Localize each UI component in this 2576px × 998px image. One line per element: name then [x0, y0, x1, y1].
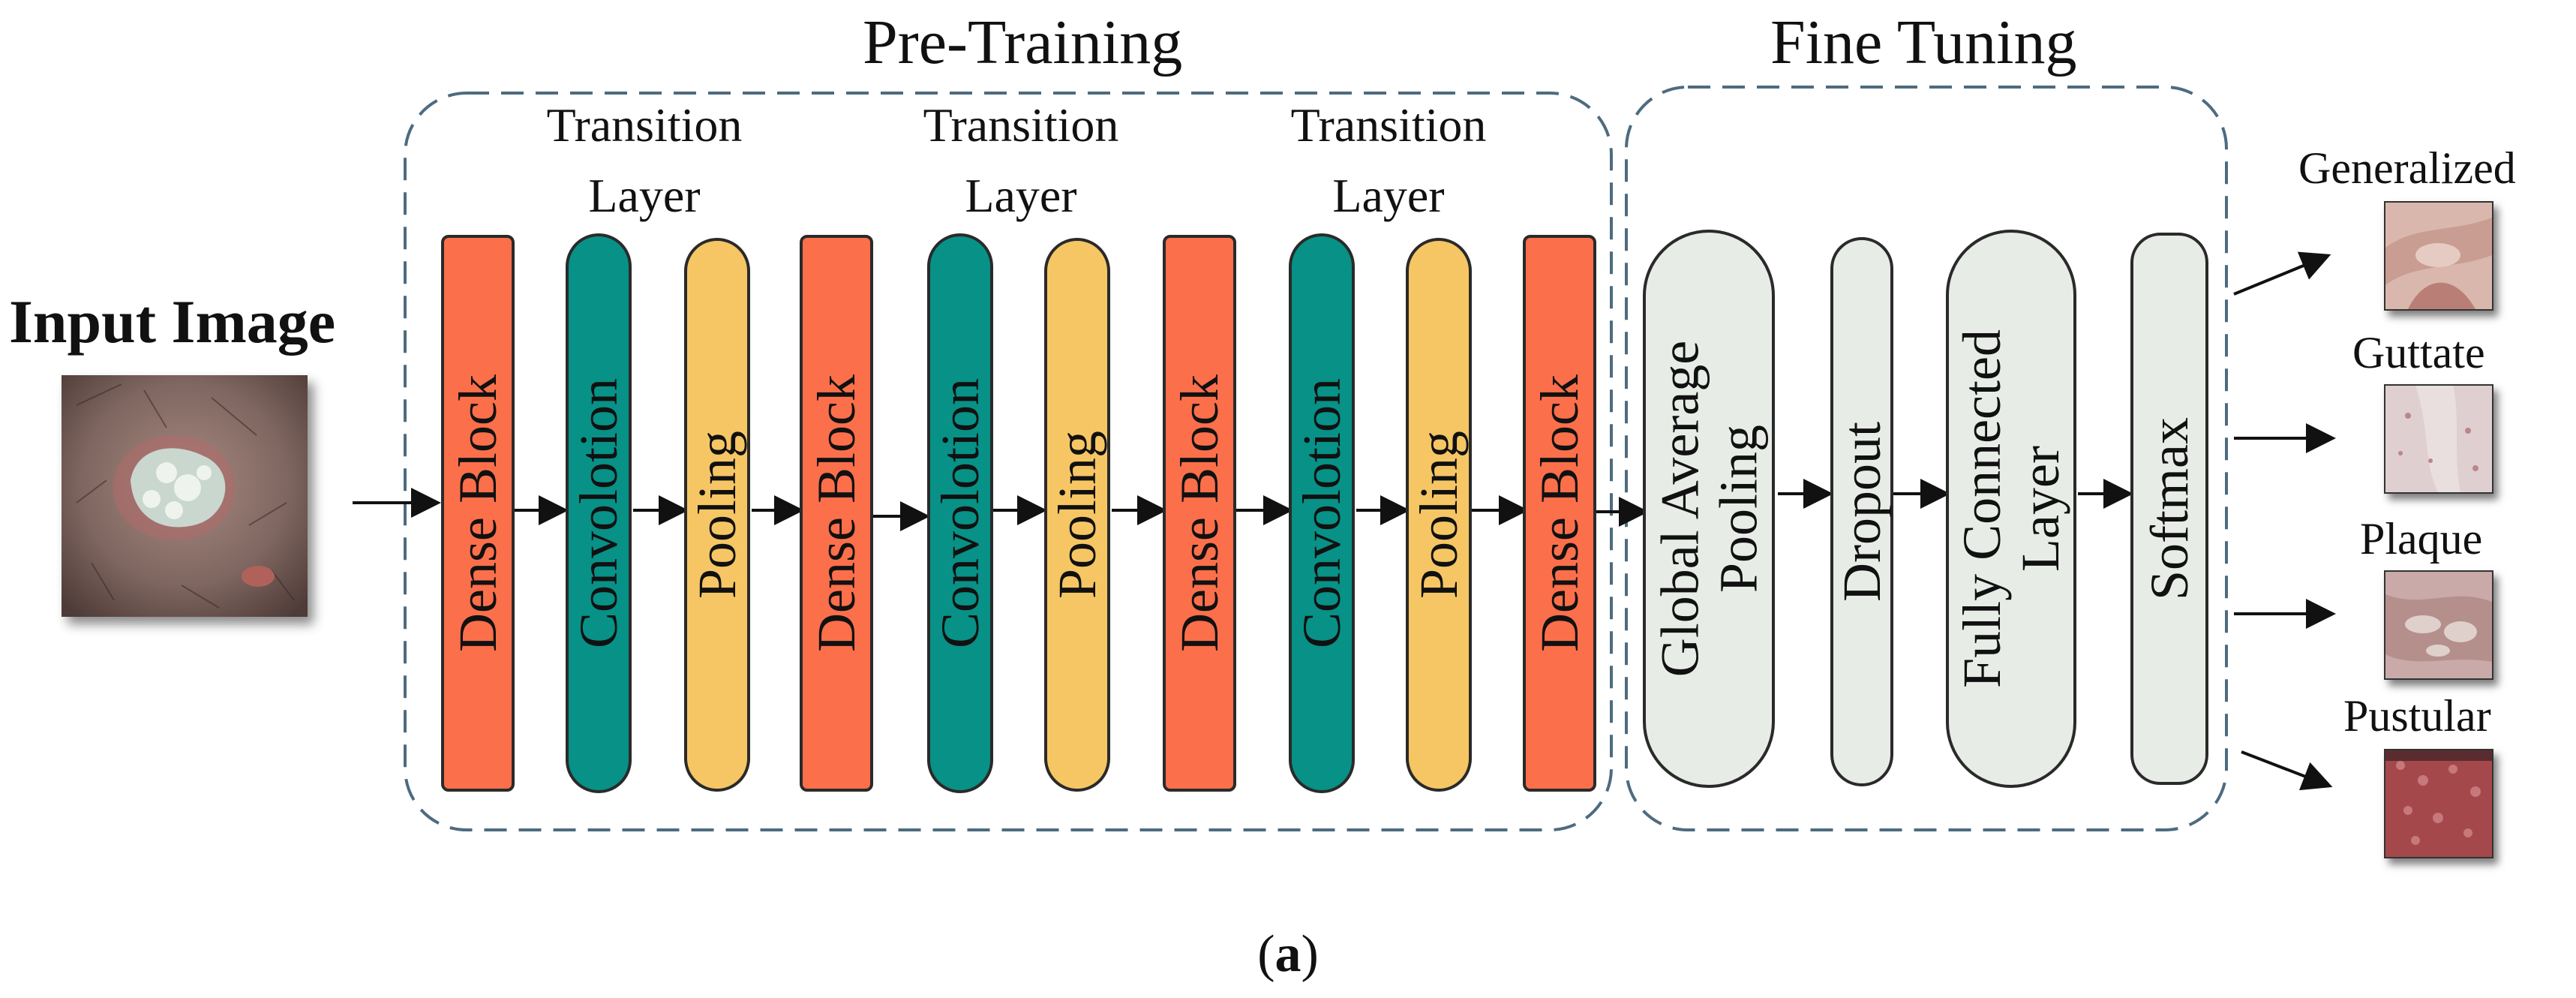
convolution-block-1-label: Convolotion [569, 377, 629, 649]
dropout-label: Dropout [1832, 422, 1893, 602]
convolution-block-1: Convolotion [566, 233, 632, 793]
caption-open-paren: ( [1257, 925, 1275, 983]
transition-layer-label-1: Transition Layer [546, 98, 743, 222]
convolution-block-2-label: Convolotion [930, 377, 991, 649]
softmax-block: Softmax [2130, 233, 2208, 785]
pretraining-title: Pre-Training [863, 8, 1183, 77]
class-thumbnail-guttate [2384, 384, 2493, 494]
pooling-block-1-label: Pooling [687, 430, 747, 600]
convolution-block-3-label: Convolotion [1292, 377, 1353, 649]
global-average-pooling-block: Global Average Pooling [1643, 230, 1775, 788]
pooling-block-2-label: Pooling [1047, 430, 1107, 600]
softmax-label: Softmax [2139, 417, 2200, 600]
class-thumbnail-generalized [2384, 201, 2493, 311]
dense-block-4: Dense Block [1523, 235, 1596, 792]
fully-connected-layer-label: Fully Connected Layer [1952, 329, 2071, 688]
class-label-generalized: Generalized [2298, 143, 2516, 193]
figure-caption: (a) [1200, 924, 1376, 984]
pooling-block-3: Pooling [1406, 238, 1472, 792]
caption-letter: a [1274, 925, 1302, 983]
finetuning-title: Fine Tuning [1770, 8, 2077, 77]
dense-block-3: Dense Block [1163, 235, 1236, 792]
class-label-guttate: Guttate [2352, 328, 2485, 377]
dense-block-3-label: Dense Block [1169, 374, 1230, 652]
input-image-label: Input Image [9, 287, 336, 356]
dense-block-2: Dense Block [800, 235, 873, 792]
caption-close-paren: ) [1301, 925, 1319, 983]
pooling-block-3-label: Pooling [1409, 430, 1469, 600]
dense-block-1: Dense Block [441, 235, 515, 792]
class-thumbnail-plaque [2384, 570, 2493, 680]
input-skin-image [62, 375, 308, 617]
class-label-pustular: Pustular [2343, 691, 2491, 741]
global-average-pooling-label: Global Average Pooling [1650, 340, 1768, 678]
pretraining-group-border [404, 92, 1613, 831]
pooling-block-1: Pooling [684, 238, 750, 792]
finetuning-group-border [1625, 86, 2228, 831]
convolution-block-2: Convolotion [927, 233, 993, 793]
fully-connected-layer-block: Fully Connected Layer [1946, 230, 2076, 788]
arrow-softmax-to-generalized [2233, 251, 2331, 296]
arrow-softmax-to-pustular [2241, 750, 2333, 791]
class-label-plaque: Plaque [2360, 514, 2483, 564]
pooling-block-2: Pooling [1044, 238, 1110, 792]
dense-block-1-label: Dense Block [448, 374, 509, 652]
convolution-block-3: Convolotion [1289, 233, 1355, 793]
dense-block-4-label: Dense Block [1530, 374, 1590, 652]
dense-block-2-label: Dense Block [806, 374, 867, 652]
class-thumbnail-pustular [2384, 749, 2493, 858]
transition-layer-label-2: Transition Layer [923, 98, 1119, 222]
dropout-block: Dropout [1830, 237, 1893, 786]
transition-layer-label-3: Transition Layer [1290, 98, 1487, 222]
